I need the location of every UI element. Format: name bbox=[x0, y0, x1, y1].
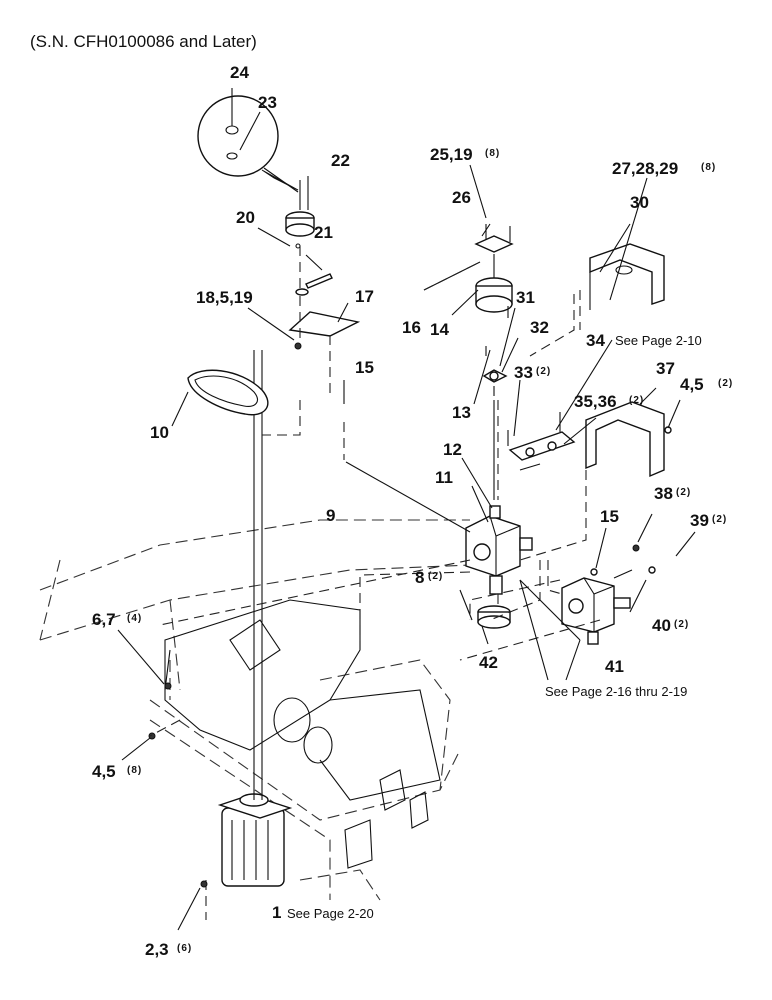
drive-belt bbox=[187, 369, 269, 416]
callout-34: 34 bbox=[586, 331, 605, 350]
note-see-page-2-10: See Page 2-10 bbox=[615, 333, 702, 348]
callout-40: 40 bbox=[652, 616, 671, 635]
callout-40-qty: (2) bbox=[674, 619, 689, 630]
callout-6-7: 6,7 bbox=[92, 610, 116, 629]
mixer-frame bbox=[39, 519, 471, 901]
callout-18-5-19: 18,5,19 bbox=[196, 288, 253, 307]
callout-4-5-upper: 4,5 bbox=[680, 375, 704, 394]
callout-4-5-lower: 4,5 bbox=[92, 762, 116, 781]
bracket-37 bbox=[585, 401, 672, 478]
callout-25-qty: (8) bbox=[485, 148, 500, 159]
callout-37: 37 bbox=[656, 359, 675, 378]
callout-15-lower: 15 bbox=[600, 507, 619, 526]
callout-35-qty: (2) bbox=[629, 395, 644, 406]
callout-24: 24 bbox=[230, 63, 249, 82]
callout-13: 13 bbox=[452, 403, 471, 422]
callout-10: 10 bbox=[150, 423, 169, 442]
coupler-assembly bbox=[507, 412, 576, 471]
callout-12: 12 bbox=[443, 440, 462, 459]
callout-39: 39 bbox=[690, 511, 709, 530]
callout-8-qty: (2) bbox=[428, 571, 443, 582]
callout-6-7-qty: (4) bbox=[127, 613, 142, 624]
serial-number-note: (S.N. CFH0100086 and Later) bbox=[30, 32, 257, 51]
upper-pulley-group bbox=[285, 180, 361, 350]
leader-arrows bbox=[117, 164, 696, 931]
callout-32: 32 bbox=[530, 318, 549, 337]
callout-17: 17 bbox=[355, 287, 374, 306]
callout-11: 11 bbox=[435, 468, 453, 487]
callout-4-5-upper-qty: (2) bbox=[718, 378, 733, 389]
callout-42: 42 bbox=[479, 653, 498, 672]
callout-27-qty: (8) bbox=[701, 162, 716, 173]
main-gearbox bbox=[465, 505, 533, 629]
callout-labels: 24 23 22 20 21 18,5,19 17 10 15 25,19 (8… bbox=[92, 63, 733, 959]
callout-2-3-qty: (6) bbox=[177, 943, 192, 954]
callout-38-qty: (2) bbox=[676, 487, 691, 498]
callout-35-36: 35,36 bbox=[574, 392, 617, 411]
callout-1: 1 bbox=[272, 903, 281, 922]
callout-22: 22 bbox=[331, 151, 350, 170]
callout-41: 41 bbox=[605, 657, 624, 676]
note-see-page-2-20: See Page 2-20 bbox=[287, 906, 374, 921]
callout-21: 21 bbox=[314, 223, 333, 242]
callout-2-3: 2,3 bbox=[145, 940, 169, 959]
callout-14: 14 bbox=[430, 320, 449, 339]
note-see-page-2-16: See Page 2-16 thru 2-19 bbox=[545, 684, 687, 699]
callout-31: 31 bbox=[516, 288, 535, 307]
callout-30: 30 bbox=[630, 193, 649, 212]
callout-23: 23 bbox=[258, 93, 277, 112]
callout-4-5-lower-qty: (8) bbox=[127, 765, 142, 776]
callout-15-upper: 15 bbox=[355, 358, 374, 377]
callout-33: 33 bbox=[514, 363, 533, 382]
callout-38: 38 bbox=[654, 484, 673, 503]
callout-39-qty: (2) bbox=[712, 514, 727, 525]
callout-8: 8 bbox=[415, 568, 424, 587]
callout-20: 20 bbox=[236, 208, 255, 227]
callout-33-qty: (2) bbox=[536, 366, 551, 377]
upper-bearing-stack bbox=[423, 224, 514, 500]
callout-9: 9 bbox=[326, 506, 335, 525]
motor-assembly bbox=[217, 350, 293, 887]
guard-bracket-30 bbox=[579, 243, 665, 330]
right-gearbox bbox=[561, 544, 656, 645]
callout-16: 16 bbox=[402, 318, 421, 337]
detail-magnifier bbox=[197, 88, 299, 193]
assembly-lines bbox=[148, 294, 601, 920]
callout-27-28-29: 27,28,29 bbox=[612, 159, 678, 178]
callout-25-19: 25,19 bbox=[430, 145, 473, 164]
callout-26: 26 bbox=[452, 188, 471, 207]
